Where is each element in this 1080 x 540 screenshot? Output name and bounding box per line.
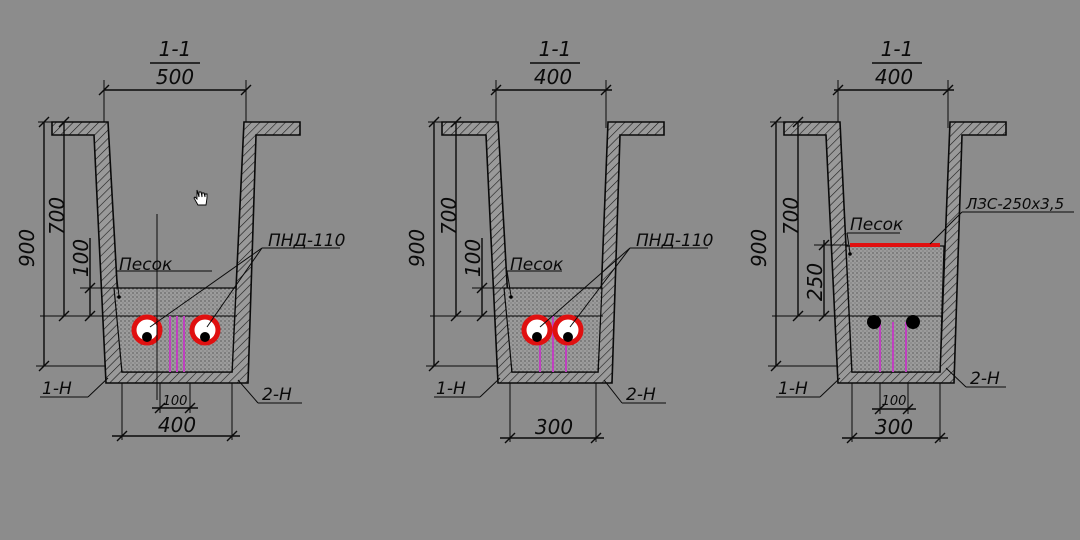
mark-left: 1-Н <box>778 379 808 399</box>
leader-dot <box>117 295 121 299</box>
mark-right: 2-Н <box>626 385 656 405</box>
mark-left: 1-Н <box>436 379 466 399</box>
leader-line <box>945 367 967 388</box>
leader-line <box>115 270 120 297</box>
pipe-pnd-110 <box>189 314 221 346</box>
pipe-label: ПНД-110 <box>268 231 345 251</box>
dim-tick <box>792 116 804 128</box>
section-1: 1-1 500 900 700 <box>15 37 345 442</box>
leader-line <box>87 377 109 398</box>
pipe-spacing-value: 100 <box>882 394 907 409</box>
leader-line <box>506 270 512 297</box>
mark-right: 2-Н <box>970 369 1000 389</box>
dim-tick <box>98 84 110 96</box>
dim-tick <box>846 432 858 444</box>
pipe-label: ПНД-110 <box>636 231 713 251</box>
sand-label: Песок <box>850 215 904 235</box>
dim-tick <box>154 402 166 414</box>
pipe-spacing-value: 100 <box>163 394 188 409</box>
dim-tick <box>504 432 516 444</box>
dim-tick <box>590 432 602 444</box>
bottom-width-value: 300 <box>535 415 573 439</box>
cable-core <box>906 315 920 329</box>
section-title: 1-1 <box>159 37 192 61</box>
pipe-core <box>563 332 573 342</box>
dim-100-value: 100 <box>461 239 485 277</box>
leader-dot <box>509 295 513 299</box>
tape-label: ЛЗС-250х3,5 <box>965 195 1064 213</box>
leader-line <box>569 247 631 328</box>
sand-fill <box>113 287 237 373</box>
mark-left: 1-Н <box>42 379 72 399</box>
leader-dot <box>848 252 852 256</box>
dim-tick <box>832 84 844 96</box>
section-2: 1-1 400 900 700 100 Песок <box>405 37 713 444</box>
dim-100-value: 100 <box>69 239 93 277</box>
pipe-core <box>532 332 542 342</box>
leader-line <box>929 211 963 245</box>
pipe-core <box>200 332 210 342</box>
leader-line <box>846 232 851 254</box>
dim-900-value: 900 <box>405 229 429 267</box>
leader-line <box>479 377 501 398</box>
dim-tick <box>38 116 50 128</box>
dim-900-value: 900 <box>747 229 771 267</box>
dim-tick <box>942 84 954 96</box>
leader-line <box>149 247 263 328</box>
leader-line <box>539 247 631 328</box>
cable-core <box>867 315 881 329</box>
sand-label: Песок <box>510 255 564 275</box>
dim-tick <box>600 84 612 96</box>
dim-700-value: 700 <box>779 197 803 235</box>
dim-tick <box>902 403 914 415</box>
dim-tick <box>428 116 440 128</box>
top-width-value: 500 <box>156 65 194 89</box>
top-width-value: 400 <box>875 65 913 89</box>
dim-900-value: 900 <box>15 229 39 267</box>
dim-700-value: 700 <box>437 197 461 235</box>
dim-tick <box>934 432 946 444</box>
leader-line <box>206 247 263 328</box>
bottom-width-value: 400 <box>158 413 196 437</box>
top-width-value: 400 <box>534 65 572 89</box>
leader-line <box>603 379 623 404</box>
bottom-width-value: 300 <box>875 415 913 439</box>
section-title: 1-1 <box>881 37 914 61</box>
pipe-pnd-110 <box>131 314 163 346</box>
dim-700-value: 700 <box>45 197 69 235</box>
dim-tick <box>226 430 238 442</box>
dim-tick <box>116 430 128 442</box>
dim-tick <box>184 402 196 414</box>
dim-tick <box>58 116 70 128</box>
dim-tick <box>240 84 252 96</box>
pipe-core <box>142 332 152 342</box>
section-title: 1-1 <box>539 37 572 61</box>
leader-line <box>819 377 841 398</box>
dim-tick <box>874 403 886 415</box>
mark-right: 2-Н <box>262 385 292 405</box>
sand-label: Песок <box>119 255 173 275</box>
dim-tick <box>770 116 782 128</box>
sand-fill <box>845 245 945 373</box>
pipe-pnd-110 <box>552 314 584 346</box>
dim-tick <box>490 84 502 96</box>
hand-cursor-icon <box>193 189 208 206</box>
section-3: 1-1 400 900 700 250 Песок <box>747 37 1074 444</box>
leader-line <box>237 379 259 404</box>
dim-250-value: 250 <box>803 263 827 301</box>
dim-tick <box>450 116 462 128</box>
